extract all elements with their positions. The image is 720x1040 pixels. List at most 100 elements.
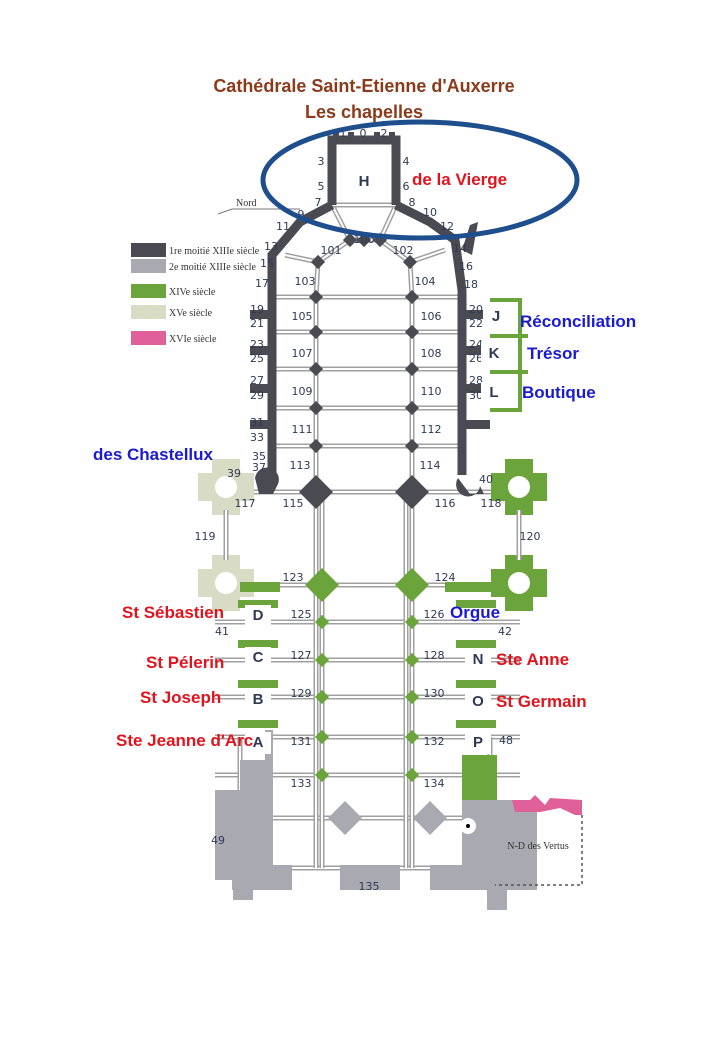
pier: [314, 767, 330, 783]
bay-number-119: 119: [195, 530, 216, 543]
bay-number-41: 41: [215, 625, 229, 638]
stair-turret: [255, 467, 279, 494]
north-apse-wall: [267, 201, 335, 475]
chapel-letter-P: P: [473, 734, 483, 751]
bay-number-25: 25: [250, 352, 264, 365]
legend-label: XVe siècle: [169, 308, 213, 319]
callout-blue: Trésor: [527, 344, 579, 363]
south-chapel-block: [462, 755, 497, 802]
bay-number-110: 110: [421, 385, 442, 398]
pier: [314, 652, 330, 668]
bay-number-132: 132: [424, 735, 445, 748]
pier: [404, 324, 420, 340]
pier: [404, 767, 420, 783]
crossing-pier: [305, 568, 339, 602]
north-buttress: [250, 420, 274, 429]
crossing-pier: [413, 801, 447, 835]
pier: [404, 438, 420, 454]
chapel-letter-C: C: [253, 649, 264, 666]
bay-number-118: 118: [481, 497, 502, 510]
buttress: [333, 132, 339, 142]
title-line-1: Cathédrale Saint-Etienne d'Auxerre: [213, 76, 514, 96]
north-chapel-pier: [238, 640, 278, 648]
bay-number-27: 27: [250, 374, 264, 387]
pier: [308, 361, 324, 377]
callout-blue: des Chastellux: [93, 445, 214, 464]
bay-number-109: 109: [292, 385, 313, 398]
bay-number-15: 15: [260, 257, 274, 270]
south-buttress: [460, 346, 490, 355]
north-buttress: [250, 310, 274, 319]
legend-swatch: [131, 243, 166, 257]
north-chapel-pier: [238, 720, 278, 728]
chapel-box: [483, 306, 509, 328]
south-chapel-pier: [456, 640, 496, 648]
callout-red: St Sébastien: [122, 603, 224, 622]
bay-number-128: 128: [424, 649, 445, 662]
bay-number-105: 105: [292, 310, 313, 323]
bay-number-108: 108: [421, 347, 442, 360]
bay-number-104: 104: [415, 275, 436, 288]
bay-number-16: 16: [459, 260, 473, 273]
north-chapel-pier: [238, 680, 278, 688]
bay-number-19: 19: [250, 303, 264, 316]
pier: [404, 614, 420, 630]
south-buttress: [460, 310, 490, 319]
bay-number-21: 21: [250, 317, 264, 330]
bay-number-31: 31: [250, 416, 264, 429]
axial-chapel-wall: [327, 135, 401, 205]
pier: [404, 689, 420, 705]
crossing-pier: [328, 801, 362, 835]
chapel-box: [481, 382, 507, 404]
callout-red: de la Vierge: [412, 170, 507, 189]
highlight-ellipse: [260, 119, 580, 241]
chapel-letter-A: A: [253, 734, 264, 751]
pier: [404, 289, 420, 305]
bay-number-9: 9: [298, 208, 305, 221]
pier: [308, 289, 324, 305]
bay-number-123: 123: [283, 571, 304, 584]
stair-well: [508, 572, 530, 594]
bay-number-20: 20: [469, 303, 483, 316]
callout-red: St Pélerin: [146, 653, 224, 672]
bay-number-7: 7: [315, 196, 322, 209]
bay-number-134: 134: [424, 777, 445, 790]
bay-number-120: 120: [520, 530, 541, 543]
bay-number-130: 130: [424, 687, 445, 700]
bay-number-39: 39: [227, 467, 241, 480]
title-line-2: Les chapelles: [305, 102, 423, 122]
buttress: [348, 132, 354, 142]
chapel-letter-K: K: [489, 345, 500, 362]
bay-number-1: 1: [340, 127, 347, 140]
legend-label: 1re moitié XIIIe siècle: [169, 246, 260, 257]
south-chapel-pier: [456, 680, 496, 688]
bay-number-113: 113: [290, 459, 311, 472]
pier: [310, 254, 326, 270]
bay-number-103: 103: [295, 275, 316, 288]
bay-number-23: 23: [250, 338, 264, 351]
west-facade: [215, 730, 537, 910]
bay-number-35: 35: [252, 450, 266, 463]
bay-number-18: 18: [464, 278, 478, 291]
rib-line-inner: [331, 204, 351, 241]
chapel-letter-D: D: [253, 607, 264, 624]
bay-number-11: 11: [276, 220, 290, 233]
crossing-pier: [395, 568, 429, 602]
bay-number-14: 14: [453, 242, 467, 255]
bay-number-117: 117: [235, 497, 256, 510]
bay-number-0: 0: [360, 127, 367, 140]
legend-label: XVIe siècle: [169, 334, 217, 345]
chapel-box: [465, 691, 491, 713]
compass-label: Nord: [236, 198, 257, 209]
crossing-pier: [395, 475, 429, 509]
north-chapel-pier: [238, 600, 278, 608]
bay-number-129: 129: [291, 687, 312, 700]
chapel-box: [481, 343, 507, 365]
bay-number-135: 135: [359, 880, 380, 893]
chapel-box: [245, 732, 271, 754]
pier: [342, 232, 358, 248]
compass-arrow-icon: [217, 208, 233, 215]
chapel-letter-L: L: [489, 384, 498, 401]
